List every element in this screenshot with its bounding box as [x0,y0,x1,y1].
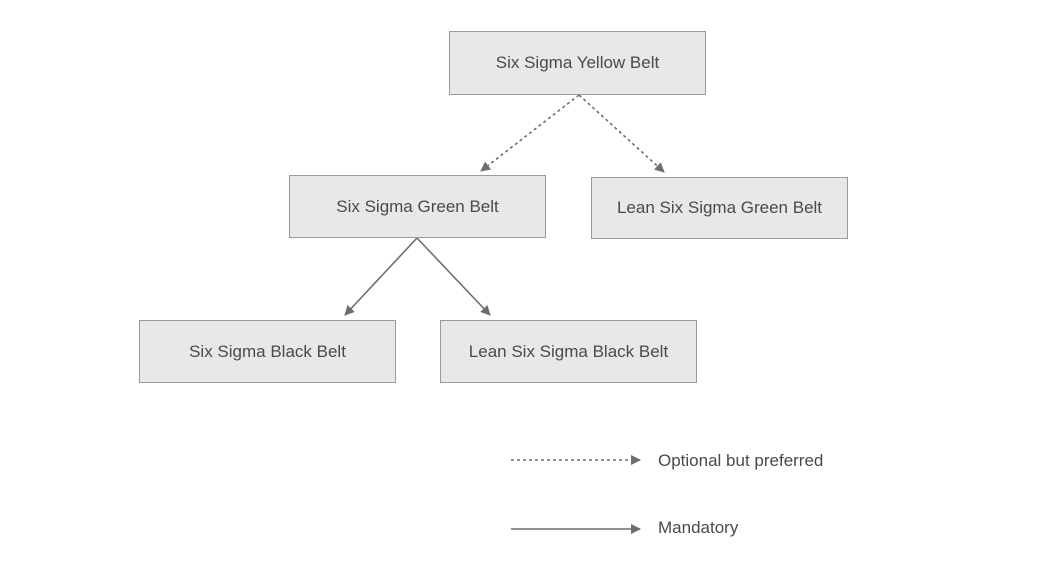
node-label: Lean Six Sigma Green Belt [616,198,823,217]
legend-mandatory-label: Mandatory [658,518,739,537]
node-label: Six Sigma Yellow Belt [495,53,660,72]
node-label: Six Sigma Black Belt [189,341,346,361]
node-label: Six Sigma Green Belt [336,196,499,216]
node-lean-six-sigma-black-belt: Lean Six Sigma Black Belt [440,320,697,383]
node-six-sigma-black-belt: Six Sigma Black Belt [139,320,396,383]
node-six-sigma-green-belt: Six Sigma Green Belt [289,175,546,238]
node-six-sigma-yellow-belt: Six Sigma Yellow Belt [449,31,706,95]
edge-green-to-lean-black-mandatory [416,237,491,316]
edge-yellow-to-green-optional [480,94,580,172]
node-label: Lean Six Sigma Black Belt [468,341,669,361]
edge-yellow-to-lean-green-optional [578,94,665,173]
edge-green-to-black-mandatory [344,237,418,316]
legend-optional-label: Optional but preferred [658,451,824,470]
node-lean-six-sigma-green-belt: Lean Six Sigma Green Belt [591,177,848,239]
